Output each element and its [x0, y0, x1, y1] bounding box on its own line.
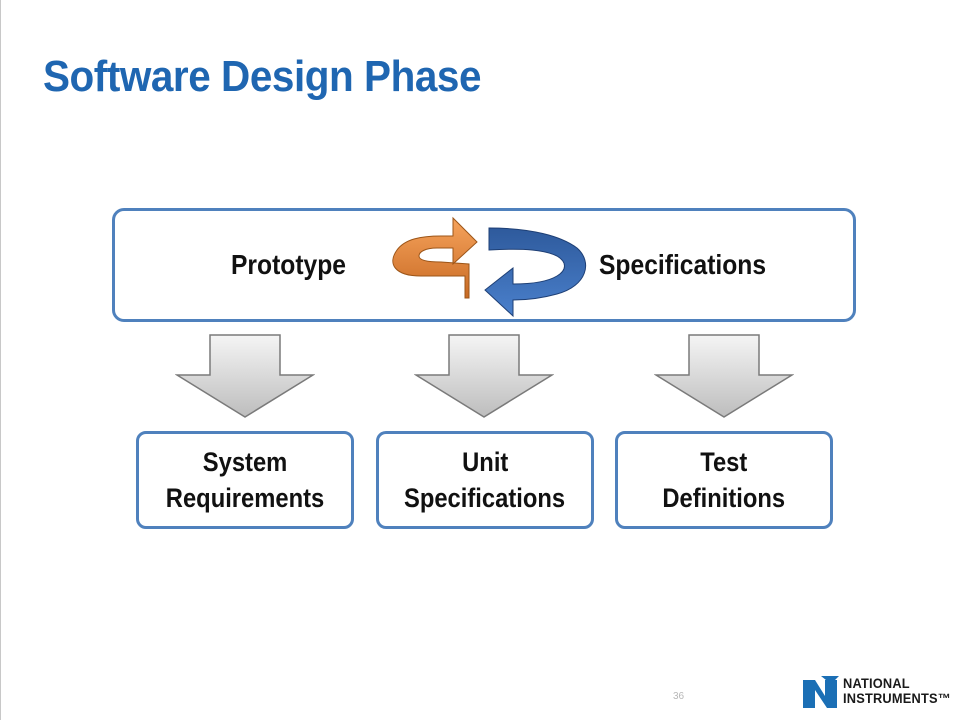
down-arrow-3 — [654, 334, 794, 418]
down-arrow-1 — [175, 334, 315, 418]
system-requirements-box: System Requirements — [136, 431, 354, 529]
logo-line-1: NATIONAL — [843, 676, 910, 691]
prototype-specifications-box — [112, 208, 856, 322]
unit-specifications-box: Unit Specifications — [376, 431, 594, 529]
prototype-label: Prototype — [231, 249, 347, 280]
slide-title: Software Design Phase — [43, 52, 482, 101]
box-line-2: Specifications — [404, 483, 566, 513]
blue-cycle-arrow — [484, 227, 587, 318]
logo-line-2: INSTRUMENTS™ — [843, 691, 951, 706]
box-line-1: System — [202, 447, 288, 477]
ni-eagle-logo-icon — [803, 676, 839, 708]
orange-cycle-arrow — [392, 216, 478, 299]
page-number: 36 — [673, 691, 685, 702]
box-line-2: Requirements — [165, 483, 325, 513]
box-line-1: Unit — [461, 447, 509, 477]
down-arrow-2 — [414, 334, 554, 418]
box-line-2: Definitions — [662, 483, 786, 513]
box-line-1: Test — [700, 447, 748, 477]
cycle-arrows — [392, 216, 587, 318]
test-definitions-box: Test Definitions — [615, 431, 833, 529]
specifications-label: Specifications — [599, 249, 767, 280]
